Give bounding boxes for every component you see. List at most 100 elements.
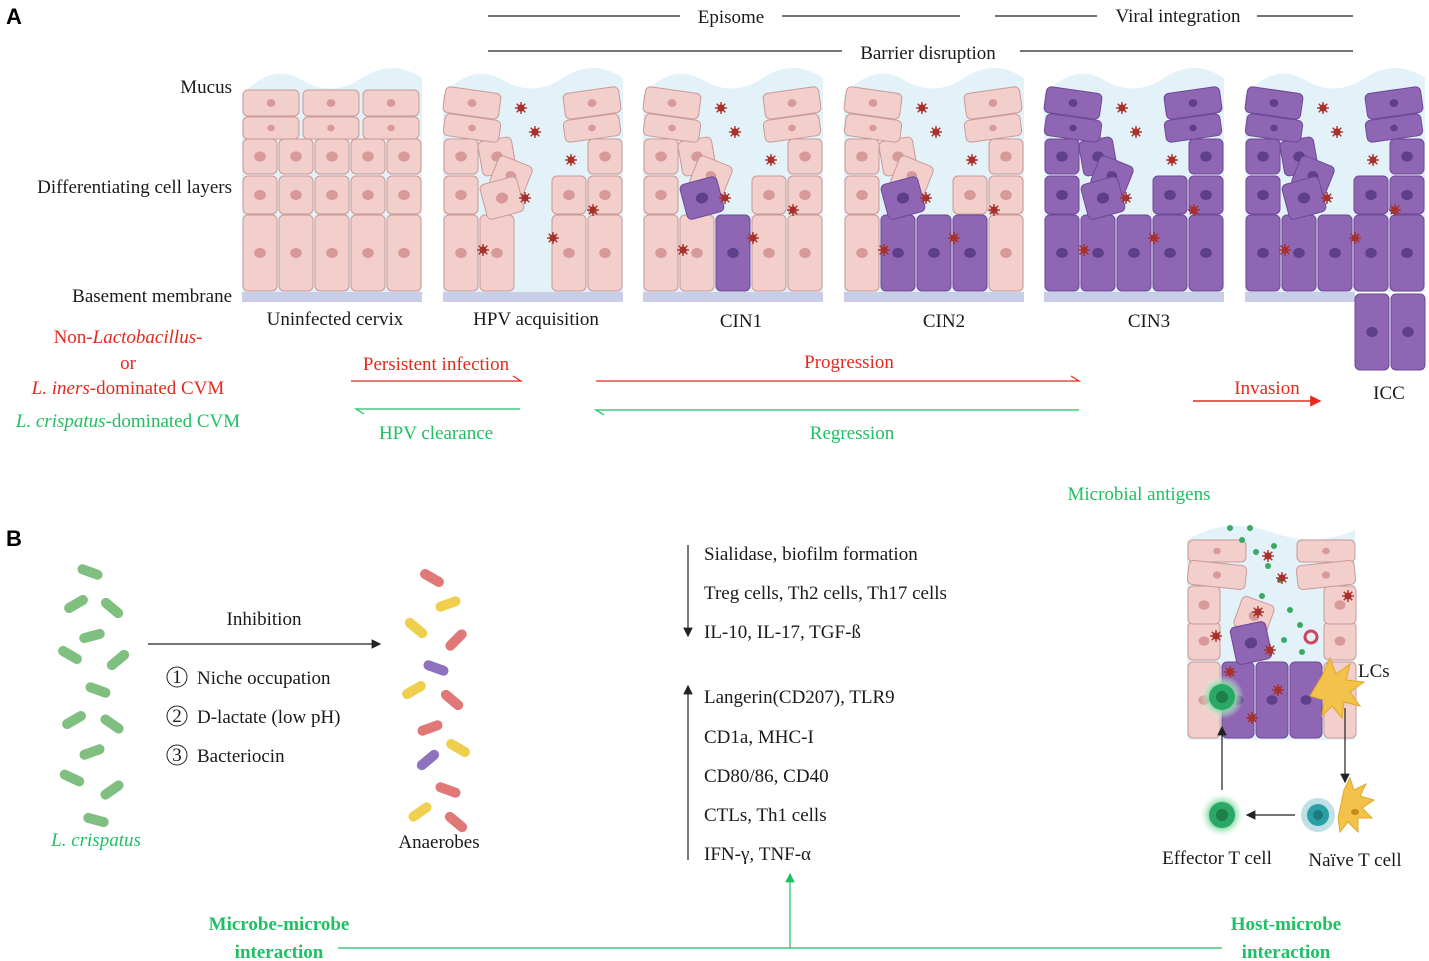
epithelial-cell [350,214,386,292]
hpv-virus [947,231,961,245]
epithelial-cell [442,86,502,120]
epithelial-cell [844,175,880,215]
epithelial-cell [242,138,278,175]
infected-cell [1044,175,1080,215]
legend-non-lacto: Non-Lactobacillus- [54,327,203,348]
infected-cell [679,176,725,220]
hpv-virus [546,231,560,245]
epithelial-cell [314,175,350,215]
svg-text:1: 1 [172,667,182,688]
svg-text:3: 3 [172,745,182,766]
lactobacillus-rod [79,744,105,760]
epithelial-cell [1187,539,1247,563]
infected-cell [1245,175,1281,215]
hpv-virus [564,153,578,167]
infected-cell [1289,661,1323,739]
hpv-virus [1251,605,1265,619]
anaerobe-rod [402,681,426,699]
lactobacillus-rod [58,646,82,664]
epithelial-cell [350,175,386,215]
stage-cin2: CIN2 [923,311,965,332]
epithelial-cell [844,138,880,175]
anaerobe-rod [440,689,464,711]
persistent-infection-arrow [351,375,524,382]
hpv-virus [1330,125,1344,139]
hpv-virus [877,243,891,257]
progression-arrow [596,375,1082,382]
svg-text:Niche occupation: Niche occupation [197,668,331,689]
infected-cell [1152,214,1188,292]
effector-label: Effector T cell [1162,848,1272,869]
epithelial-cell [963,113,1023,143]
legend-crispatus: L. crispatus-dominated CVM [15,411,240,432]
anaerobe-rod [435,782,461,798]
stage-cin1: CIN1 [720,311,762,332]
microbial-antigen [1247,525,1253,531]
epithelial-cell [843,113,903,143]
epithelial-cell [642,86,702,120]
epithelial-cell [386,138,422,175]
epithelial-cell [386,175,422,215]
hpv-virus [1129,125,1143,139]
infected-cell [1080,176,1126,220]
mechanism-item: 2 D-lactate (low pH) [166,705,341,728]
epithelial-cell [952,175,988,215]
infected-cell [952,214,988,292]
stage-hpv-acquisition: HPV acquisition [473,309,599,330]
hpv-virus [1119,191,1133,205]
epithelial-cell [587,138,623,175]
lactobacillus-rod [83,812,109,828]
infected-cell [1389,138,1425,175]
infected-cell [1188,138,1224,175]
hpv-virus [676,243,690,257]
epithelial-cell [787,175,823,215]
anaerobe-rod [420,569,444,587]
up-item: CD80/86, CD40 [704,766,829,787]
infected-cell [1044,138,1080,175]
effector-t-cell [1200,793,1244,837]
epithelial-cell [787,214,823,292]
episome-bar: Episome [488,7,960,28]
hpv-virus [786,203,800,217]
infected-cell [1255,661,1289,739]
hpv-virus [1316,101,1330,115]
epithelial-cell [751,175,787,215]
infected-cell [1188,214,1224,292]
epithelial-cell [362,89,420,117]
icc-invasion [1354,293,1426,371]
mechanism-item: 3 Bacteriocin [166,744,285,767]
microbial-antigen [1299,649,1305,655]
microbial-antigen [1253,549,1259,555]
hpv-virus [1245,711,1259,725]
epithelial-cell [314,214,350,292]
epithelial-cell [1295,560,1357,590]
epithelial-cell [551,214,587,292]
epithelial-cell [242,175,278,215]
infected-cell [1152,175,1188,215]
basement-membrane [1044,292,1224,302]
infected-cell [1163,113,1223,143]
lactobacillus-rod [62,711,86,729]
anaerobe-rod [423,660,449,676]
svg-text:Bacteriocin: Bacteriocin [197,746,285,767]
up-item: IFN-γ, TNF-α [704,844,811,865]
epithelial-cell [242,89,300,117]
infected-cell [1281,176,1327,220]
hpv-virus [718,191,732,205]
langerhans-cell [1309,656,1366,720]
lactobacillus-rod [79,628,105,644]
hpv-virus [476,243,490,257]
infected-cell [1354,293,1390,371]
epithelial-cell [362,116,420,140]
infected-cell [880,176,926,220]
hpv-virus [518,191,532,205]
hpv-virus [1271,683,1285,697]
lactobacillus-rod [100,597,124,619]
epithelial-cell [643,214,679,292]
viral-integration-label: Viral integration [1116,6,1241,27]
viral-integration-bar: Viral integration [995,6,1353,27]
down-item: Treg cells, Th2 cells, Th17 cells [704,583,947,604]
hpv-virus [1388,203,1402,217]
epithelial-cell [442,113,502,143]
lactobacillus-rod [85,682,111,698]
